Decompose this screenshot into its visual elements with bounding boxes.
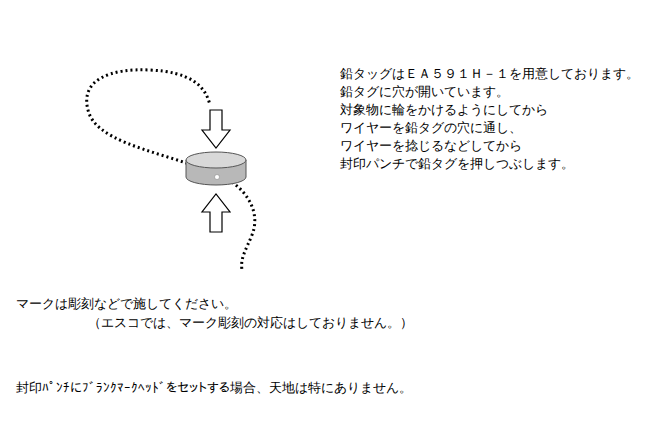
wire-tail: [232, 182, 255, 270]
mark-note: （エスコでは、マーク彫刻の対応はしておりません。）: [88, 315, 413, 331]
wire-loop: [87, 70, 210, 165]
lead-tag-top: [186, 152, 246, 168]
press-arrow-down: [202, 110, 230, 148]
tag-note: 鉛タグに穴が開いています。: [340, 84, 509, 100]
tag-note: ワイヤーを捻じるなどしてから: [340, 138, 522, 154]
tag-note: 鉛タッグはＥＡ５９１Ｈ－１を用意しております。: [340, 66, 639, 82]
mark-note: マークは彫刻などで施してください。: [16, 296, 237, 312]
tag-note: ワイヤーを鉛タグの穴に通し、: [340, 120, 522, 136]
tag-note: 対象物に輪をかけるようにしてから: [340, 102, 548, 118]
tag-note: 封印パンチで鉛タグを押しつぶします。: [340, 156, 574, 172]
punch-note: 封印ﾊﾟﾝﾁにﾌﾞﾗﾝｸﾏｰｸﾍｯﾄﾞをセットする場合、天地は特にありません。: [16, 380, 412, 396]
press-arrow-up: [202, 194, 230, 232]
tag-hole: [215, 175, 220, 180]
